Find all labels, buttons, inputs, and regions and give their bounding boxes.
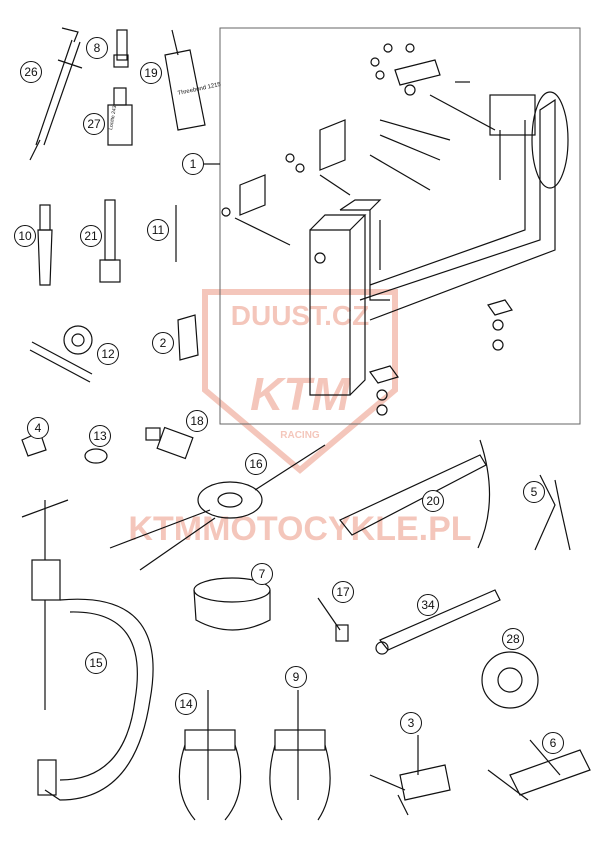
stand-hardware [221,43,513,416]
callout-17: 17 [332,581,354,603]
callout-3: 3 [400,712,422,734]
small-bit [113,29,129,68]
callout-7: 7 [251,563,273,585]
puller-9 [269,690,331,821]
clutch-holder [109,444,326,571]
callout-12: 12 [97,343,119,365]
callout-9: 9 [285,666,307,688]
callout-6: 6 [542,732,564,754]
callout-4: 4 [27,417,49,439]
callout-13: 13 [89,425,111,447]
watermark: DUUST.CZ KTM RACING KTMMOTOCYKLE.PL [128,289,472,548]
pin-spanner [375,589,501,655]
callout-1: 1 [182,153,204,175]
callout-5: 5 [523,481,545,503]
callout-18: 18 [186,410,208,432]
chain-wrench [339,439,491,549]
callout-20: 20 [422,490,444,512]
syringe [29,27,83,161]
engine-stand [309,91,569,396]
callout-10: 10 [14,225,36,247]
ring-compressor [193,577,271,631]
crankshaft-tool [369,735,451,816]
bottle-label: Loctite 243 [108,105,118,130]
callout-28: 28 [502,628,524,650]
holding-plate [481,651,539,709]
engine-stand-frame [219,27,581,425]
callout-11: 11 [147,219,169,241]
callout-27: 27 [83,113,105,135]
nut [84,448,108,464]
threadlock-bottle [107,87,133,146]
watermark-url: KTMMOTOCYKLE.PL [128,510,471,548]
tool-21 [99,199,121,283]
circlip-pliers [534,474,571,551]
bracket [177,314,199,361]
tube-label: Threebond 1215 [177,82,222,97]
callout-19: 19 [140,62,162,84]
valve-tool [317,597,349,642]
callout-14: 14 [175,693,197,715]
callout-8: 8 [86,37,108,59]
watermark-racing: RACING [280,430,320,441]
watermark-shield [202,289,398,474]
callout-26: 26 [20,61,42,83]
callout-34: 34 [417,594,439,616]
bolt-and-washer [29,325,93,383]
callout-21: 21 [80,225,102,247]
tool-6 [487,739,591,801]
watermark-brand: DUUST.CZ [231,300,369,331]
callout-16: 16 [245,453,267,475]
sealant-tube [164,29,206,131]
watermark-logo: KTM [250,368,351,420]
puller-14 [178,690,242,821]
valve-spring-compressor [21,499,154,801]
callout-15: 15 [85,652,107,674]
callout-2: 2 [152,332,174,354]
adapter [145,426,194,460]
puller-tool-10 [37,204,53,286]
